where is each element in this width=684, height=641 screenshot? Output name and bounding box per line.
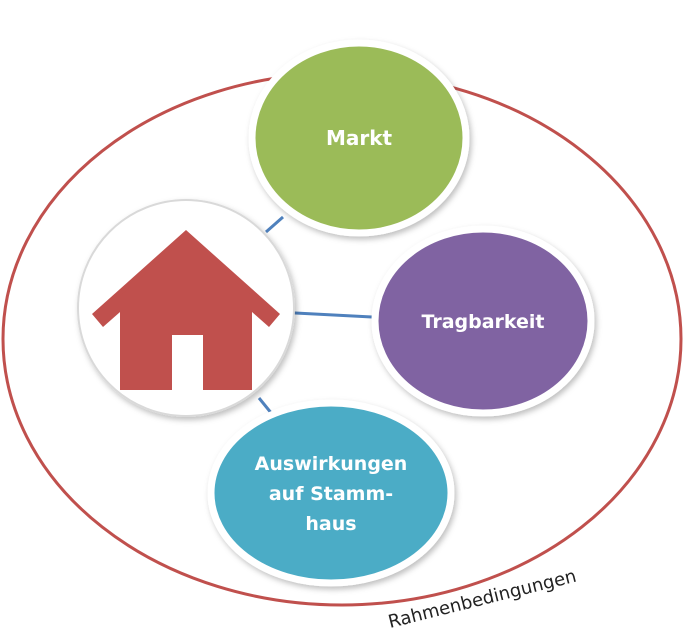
node-auswirkungen-line-3: haus (305, 513, 356, 535)
node-auswirkungen-circle (207, 399, 455, 587)
center-node[interactable] (77, 199, 295, 417)
node-tragbarkeit-label: Tragbarkeit (421, 311, 544, 333)
house-icon (92, 230, 280, 390)
node-auswirkungen[interactable]: Auswirkungen auf Stamm- haus (207, 399, 455, 587)
connector-auswirkungen (257, 397, 274, 415)
node-auswirkungen-line-1: Auswirkungen (255, 453, 408, 475)
house-body (120, 238, 252, 390)
node-markt-circle (248, 39, 470, 237)
connector-markt (265, 215, 284, 234)
node-auswirkungen-line-2: auf Stamm- (269, 483, 393, 505)
node-tragbarkeit[interactable]: Tragbarkeit (371, 225, 595, 417)
node-tragbarkeit-circle (371, 225, 595, 417)
node-markt[interactable]: Markt (248, 39, 470, 237)
node-markt-label: Markt (326, 126, 393, 150)
